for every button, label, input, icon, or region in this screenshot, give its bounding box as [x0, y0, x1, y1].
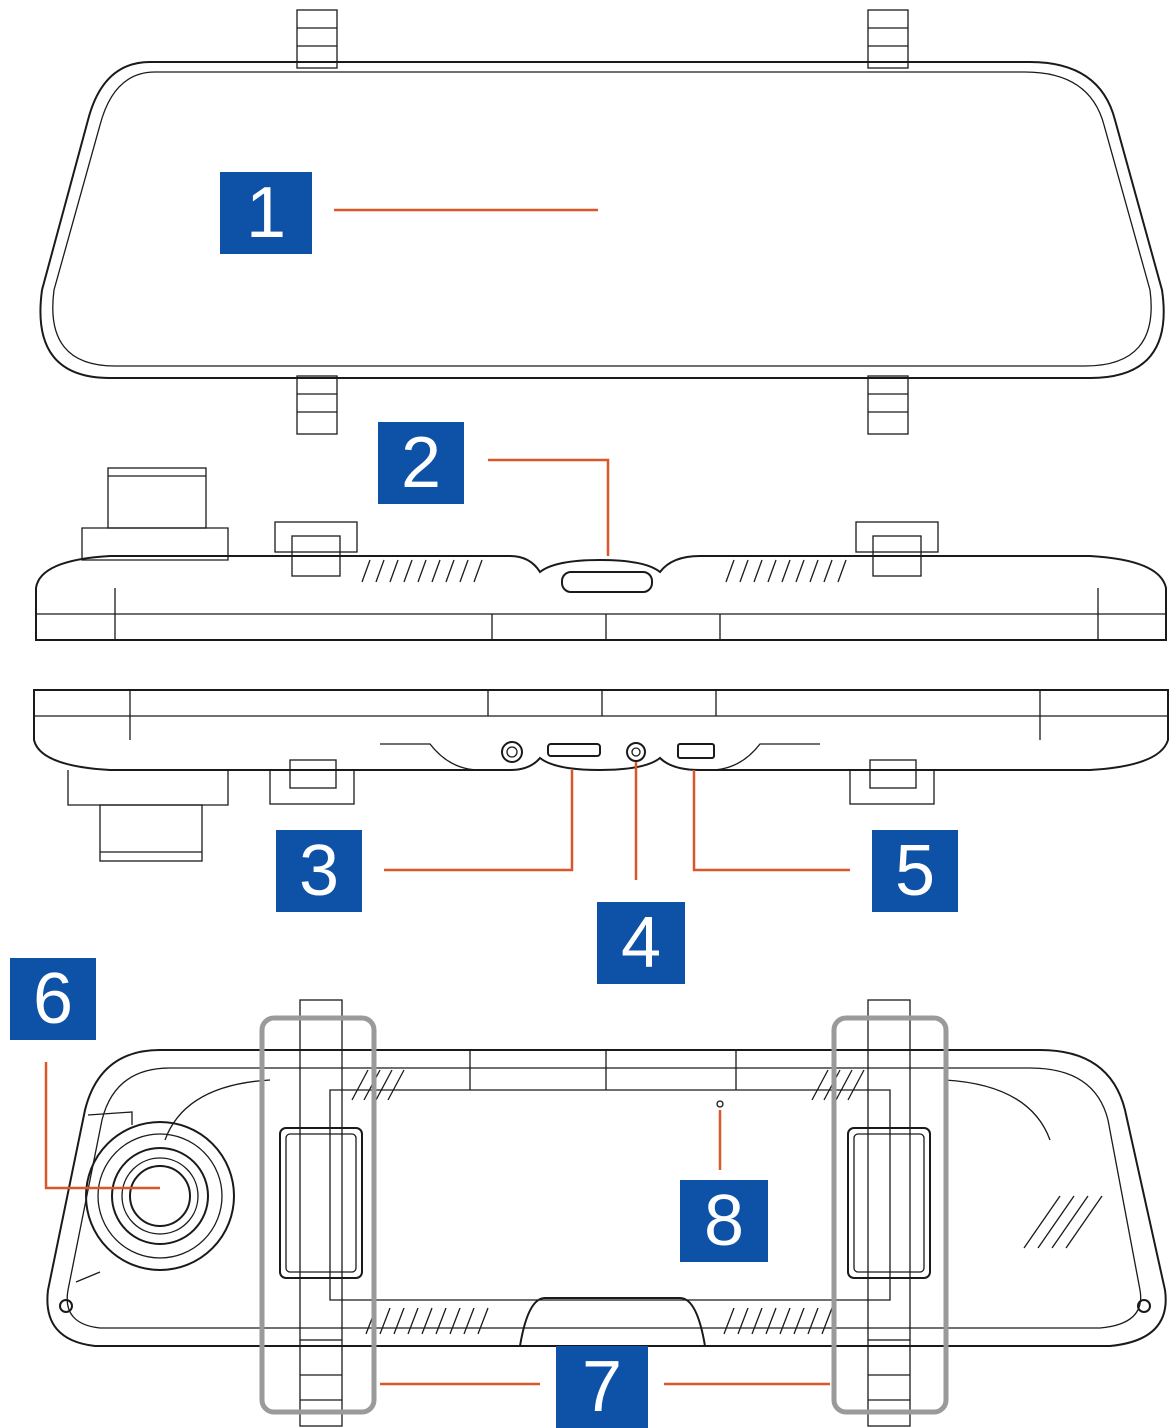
- usb-port: [677, 743, 715, 759]
- screw-left: [59, 1299, 73, 1313]
- callout-6-leader: [44, 1062, 160, 1190]
- callout-4-label: 4: [621, 903, 661, 983]
- callout-1-badge: [220, 172, 312, 254]
- callout-4-badge: [597, 902, 685, 984]
- top-edge-view: 2: [35, 422, 1167, 641]
- back-vent-top-left: [351, 1069, 405, 1101]
- av-in-port: [626, 742, 646, 762]
- top-vent-left: [361, 559, 483, 583]
- callout-7-badge: [556, 1346, 648, 1428]
- bottom-clip-left: [296, 375, 338, 435]
- callout-8-badge: [680, 1180, 768, 1262]
- microphone-hole: [716, 1100, 724, 1108]
- screw-right: [1137, 1299, 1151, 1313]
- front-camera-housing: [85, 1121, 235, 1271]
- strap-highlight-left: [259, 1015, 377, 1415]
- mount-strap-left: [279, 999, 363, 1427]
- callout-3-leader: [384, 770, 574, 872]
- top-clip-left: [296, 9, 338, 69]
- callout-3-badge: [276, 830, 362, 912]
- camera-barrel-top: [107, 467, 207, 529]
- callout-2-leader: [488, 458, 610, 556]
- top-mount-right: [855, 521, 939, 553]
- top-button: [561, 571, 653, 593]
- bottom-edge-view: 3 4 5: [33, 689, 1169, 984]
- callout-5-leader: [692, 770, 850, 872]
- top-clip-right: [867, 9, 909, 69]
- callout-6-label: 6: [33, 959, 73, 1039]
- callout-6-badge: [10, 958, 96, 1040]
- back-vent-bottom-left: [365, 1307, 489, 1335]
- port-circle-left: [501, 741, 523, 763]
- back-vent-side-right: [1023, 1195, 1103, 1249]
- camera-barrel-bottom: [99, 804, 203, 862]
- back-vent-top-right: [811, 1069, 865, 1101]
- callout-8-label: 8: [704, 1181, 744, 1261]
- callout-2-badge: [378, 422, 464, 504]
- memory-card-slot: [547, 743, 601, 757]
- strap-highlight-right: [831, 1015, 949, 1415]
- top-vent-right: [725, 559, 847, 583]
- top-mount-left: [274, 521, 358, 553]
- bottom-mount-left: [269, 769, 355, 805]
- callout-2-label: 2: [401, 423, 441, 503]
- bottom-clip-right: [867, 375, 909, 435]
- mount-strap-right: [847, 999, 931, 1427]
- callout-5-label: 5: [895, 831, 935, 911]
- back-vent-bottom-right: [723, 1307, 833, 1335]
- callout-7-label: 7: [582, 1347, 622, 1427]
- front-view-screen: 1: [39, 9, 1165, 435]
- callout-3-label: 3: [299, 831, 339, 911]
- callout-1-label: 1: [246, 173, 286, 253]
- callout-5-badge: [872, 830, 958, 912]
- front-camera-lens: [129, 1165, 191, 1227]
- bottom-mount-right: [849, 769, 935, 805]
- back-view: 6 7 8: [10, 958, 1167, 1428]
